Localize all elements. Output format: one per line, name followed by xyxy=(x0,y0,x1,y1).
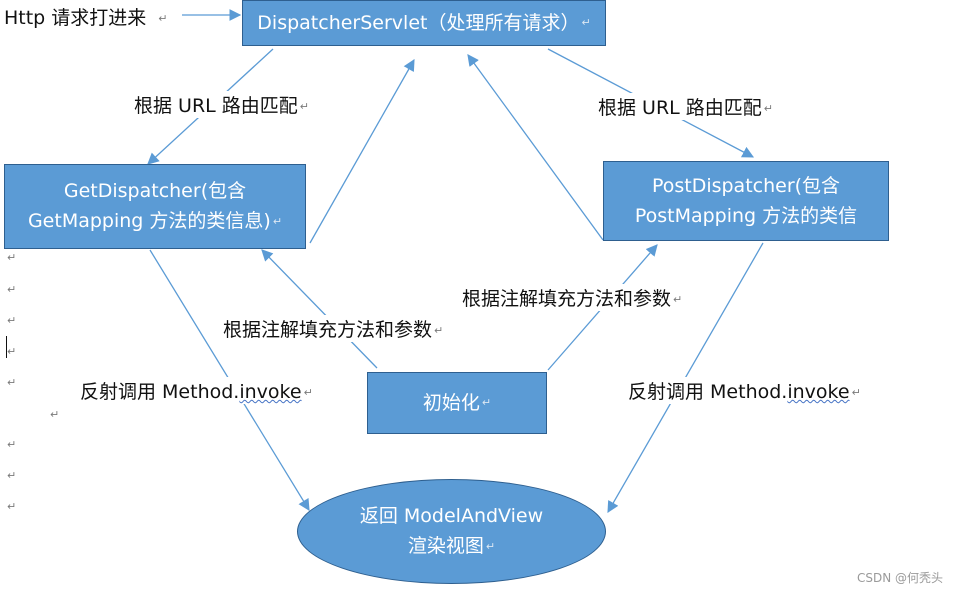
get-dispatcher-line1: GetDispatcher(包含 xyxy=(63,180,247,203)
paragraph-mark: ↵ xyxy=(7,376,17,389)
paragraph-mark: ↵ xyxy=(7,500,17,513)
post-dispatcher-line1: PostDispatcher(包含 xyxy=(651,175,841,197)
get-dispatcher-box[interactable]: GetDispatcher(包含 GetMapping 方法的类信息)↵ xyxy=(4,164,306,249)
watermark: CSDN @何秃头 xyxy=(856,571,943,585)
arrow-init-to-get xyxy=(261,249,378,369)
result-line2: 渲染视图 xyxy=(407,535,484,558)
paragraph-mark: ↵ xyxy=(50,408,60,421)
incoming-request-label: Http 请求打进来↵ xyxy=(4,3,168,30)
paragraph-mark: ↵ xyxy=(7,314,17,327)
fill-label-left: 根据注解填充方法和参数↵ xyxy=(223,315,444,342)
fill-label-right: 根据注解填充方法和参数↵ xyxy=(462,284,683,311)
dispatcher-servlet-text: DispatcherServlet（处理所有请求） xyxy=(257,11,580,34)
result-line1: 返回 ModelAndView xyxy=(359,505,544,528)
post-dispatcher-line2: PostMapping 方法的类信 xyxy=(634,205,858,227)
dispatcher-servlet-box[interactable]: DispatcherServlet（处理所有请求）↵ xyxy=(242,0,606,46)
paragraph-mark: ↵ xyxy=(7,469,17,482)
invoke-label-left: 反射调用 Method.invoke↵ xyxy=(80,377,313,404)
paragraph-mark: ↵ xyxy=(7,438,17,451)
invoke-label-right: 反射调用 Method.invoke↵ xyxy=(628,377,861,404)
model-and-view-ellipse[interactable]: 返回 ModelAndView 渲染视图↵ xyxy=(297,479,606,584)
route-label-right: 根据 URL 路由匹配↵ xyxy=(598,93,773,120)
text-cursor xyxy=(6,336,7,358)
init-text: 初始化 xyxy=(422,391,480,414)
paragraph-mark: ↵ xyxy=(7,345,17,358)
arrow-post-to-dispatcher xyxy=(467,54,604,241)
arrow-get-to-dispatcher xyxy=(309,58,415,244)
paragraph-mark: ↵ xyxy=(7,283,17,296)
get-dispatcher-line2: GetMapping 方法的类信息) xyxy=(27,210,271,233)
route-label-left: 根据 URL 路由匹配↵ xyxy=(134,91,309,118)
post-dispatcher-box[interactable]: PostDispatcher(包含 PostMapping 方法的类信 xyxy=(603,161,889,241)
paragraph-mark: ↵ xyxy=(7,251,17,264)
init-box[interactable]: 初始化↵ xyxy=(367,372,547,434)
